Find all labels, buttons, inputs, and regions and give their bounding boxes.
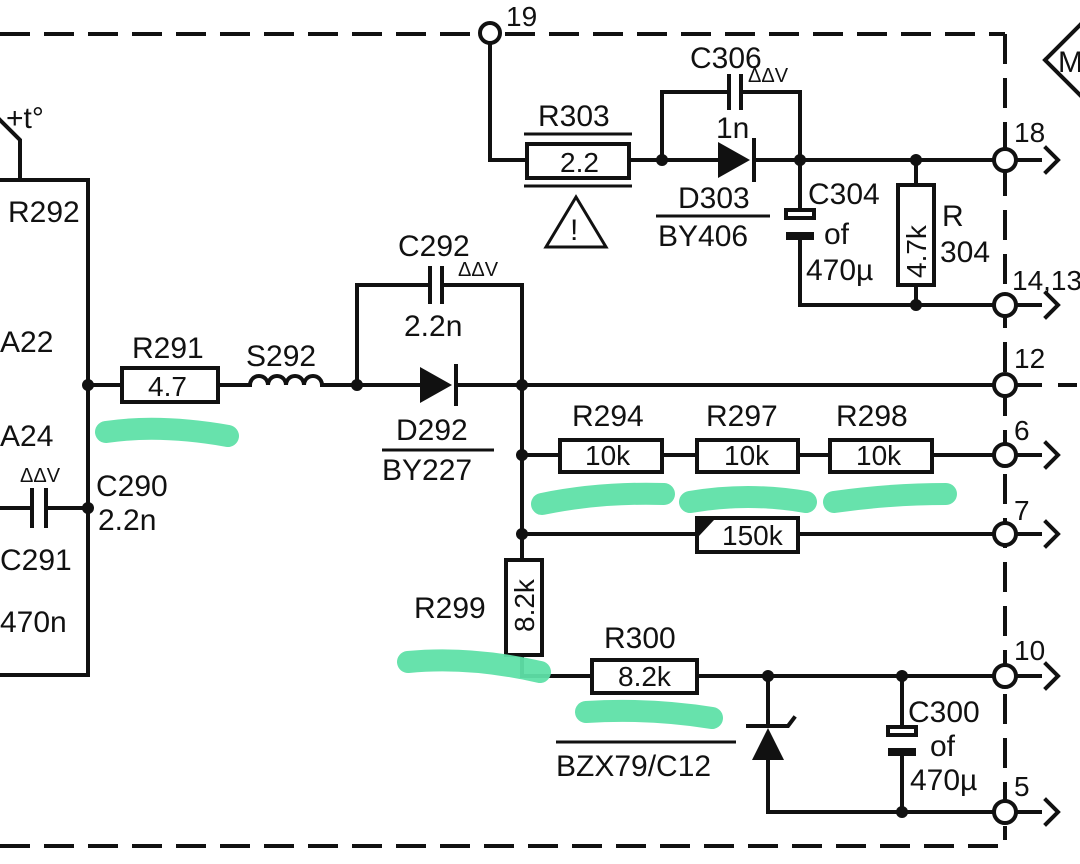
resistor-r304: 4.7k R 304	[896, 183, 990, 287]
pin-19: 19	[506, 1, 537, 32]
pin-12: 12	[1014, 343, 1045, 374]
tplus-label: +t°	[6, 102, 44, 135]
diode-d292: D292 BY227	[382, 364, 494, 487]
resistor-r303: R303 2.2	[524, 100, 632, 188]
r294-label: R294	[572, 400, 644, 433]
r298-value: 10k	[856, 440, 902, 471]
corner-module-label: M	[1058, 46, 1080, 79]
c306-mark: ΔΔV	[748, 65, 789, 87]
r291-label: R291	[132, 332, 204, 365]
r292-label: R292	[8, 196, 80, 229]
resistor-r298: R298 10k	[828, 400, 934, 474]
c306-value: 1n	[716, 112, 749, 145]
r297-value: 10k	[724, 440, 770, 471]
r303-value: 2.2	[560, 147, 599, 178]
zener-diode: BZX79/C12	[556, 715, 797, 783]
c300-label: C300	[908, 696, 980, 729]
connector-pins	[478, 21, 1077, 827]
junctions	[82, 154, 922, 818]
capacitor-c306: C306 ΔΔV 1n	[690, 42, 789, 145]
a24-label: A24	[0, 420, 53, 453]
d303-label: D303	[678, 182, 750, 215]
capacitor-c290: ΔΔV C290 2.2n C291 470n	[0, 465, 168, 639]
capacitor-c292: C292 ΔΔV 2.2n	[398, 230, 499, 343]
pin-14-13: 14,13	[1012, 265, 1080, 296]
diode-d303: D303 BY406	[656, 138, 770, 253]
c291-label: C291	[0, 544, 72, 577]
c300-of: of	[930, 730, 956, 763]
zener-type: BZX79/C12	[556, 750, 711, 783]
c292-value: 2.2n	[404, 310, 462, 343]
c306-label: C306	[690, 42, 762, 75]
c291-value: 470n	[0, 606, 67, 639]
highlight-marks	[95, 417, 957, 729]
r304-label-a: R	[942, 200, 964, 233]
resistor-r297: R297 10k	[695, 400, 800, 474]
resistor-r291: R291 4.7	[120, 332, 220, 404]
r298-label: R298	[836, 400, 908, 433]
resistor-r300: R300 8.2k	[590, 622, 699, 695]
r300-label: R300	[604, 622, 676, 655]
pin-numbers: 19 18 14,13 12 6 7 10 5	[506, 1, 1080, 802]
corner-module: M	[1042, 22, 1080, 98]
c292-label: C292	[398, 230, 470, 263]
c290-mark: ΔΔV	[20, 465, 61, 487]
r297-label: R297	[706, 400, 778, 433]
r304-label-b: 304	[940, 236, 990, 269]
resistor-150k: 150k	[695, 516, 800, 554]
r294-value: 10k	[585, 440, 631, 471]
r299-label: R299	[414, 592, 486, 625]
warning-mark: !	[570, 214, 578, 247]
r299-value: 8.2k	[509, 578, 540, 632]
pin-6: 6	[1014, 415, 1030, 446]
s292-label: S292	[246, 340, 316, 373]
d292-label: D292	[396, 414, 468, 447]
r291-value: 4.7	[148, 371, 187, 402]
c292-mark: ΔΔV	[458, 259, 499, 281]
resistor-r299: 8.2k R299	[414, 558, 544, 657]
c290-value: 2.2n	[98, 504, 156, 537]
r150k-value: 150k	[722, 520, 784, 551]
pin-7: 7	[1014, 495, 1030, 526]
left-module: +t° R292 A22 A24	[0, 102, 80, 453]
r300-value: 8.2k	[618, 661, 672, 692]
inductor-s292: S292	[246, 340, 325, 388]
d303-type: BY406	[658, 220, 748, 253]
capacitor-c304: C304 of 470µ	[784, 178, 880, 287]
r304-value: 4.7k	[901, 224, 932, 278]
c300-value: 470µ	[910, 764, 977, 797]
resistor-r294: R294 10k	[558, 400, 664, 474]
wires	[0, 38, 1007, 814]
pin-5: 5	[1014, 771, 1030, 802]
warning-icon: !	[543, 194, 609, 249]
pin-18: 18	[1014, 117, 1045, 148]
c304-value: 470µ	[806, 254, 873, 287]
d292-type: BY227	[382, 454, 472, 487]
a22-label: A22	[0, 326, 53, 359]
capacitor-c300: C300 of 470µ	[886, 696, 980, 797]
c304-label: C304	[808, 178, 880, 211]
r303-label: R303	[538, 100, 610, 133]
pin-10: 10	[1014, 635, 1045, 666]
c304-of: of	[824, 218, 850, 251]
c290-label: C290	[96, 470, 168, 503]
